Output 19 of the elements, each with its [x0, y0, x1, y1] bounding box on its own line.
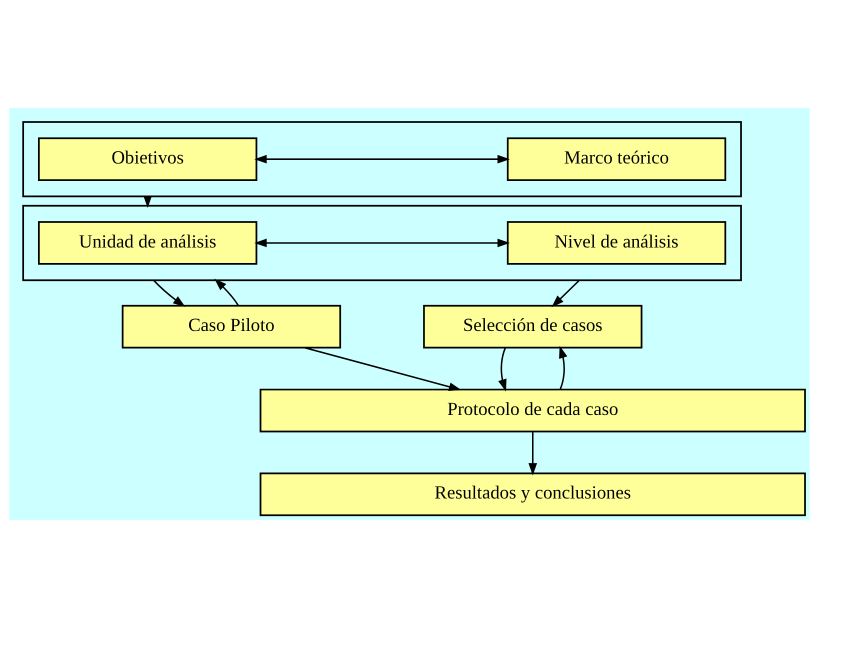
node-box: Caso Piloto	[121, 304, 341, 349]
arrow	[214, 278, 238, 306]
arrow	[498, 348, 506, 392]
cluster	[22, 204, 742, 282]
node-box: Protocolo de cada caso	[259, 388, 806, 432]
node-box: Unidad de análisis	[38, 221, 257, 265]
cluster	[22, 121, 742, 198]
arrow	[254, 238, 510, 248]
arrow	[152, 280, 185, 308]
arrow	[558, 346, 567, 390]
arrow	[304, 346, 461, 391]
arrow	[551, 280, 580, 308]
node-box: Obietivos	[38, 137, 257, 181]
node-box: Marco teórico	[506, 137, 726, 181]
node-box: Resultados y conclusiones	[259, 472, 806, 516]
node-box: Nivel de análisis	[506, 221, 726, 265]
node-box: Selección de casos	[422, 304, 642, 349]
arrow	[254, 154, 510, 164]
arrow	[528, 432, 537, 476]
